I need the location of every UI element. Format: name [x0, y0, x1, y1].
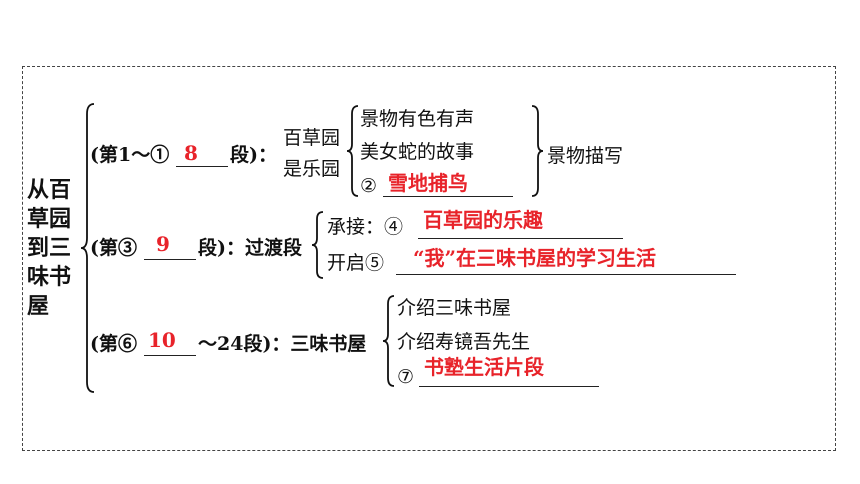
- section2-suffix: 段)：过渡段: [198, 237, 302, 259]
- section1-prefix: (第1～①: [90, 144, 170, 166]
- section3-brace: [382, 295, 395, 387]
- item-jieshao-shuwu: 介绍三味书屋: [397, 297, 512, 319]
- answer-blank-5: [396, 274, 736, 275]
- answer-2: 雪地捕鸟: [388, 171, 468, 195]
- section3-suffix: ～24段)：三味书屋: [198, 333, 367, 355]
- section1-suffix: 段)：: [230, 144, 277, 166]
- answer-blank-1: [176, 166, 228, 167]
- title-line: 到三: [27, 235, 72, 261]
- topic-baicaoyuan: 百草园: [283, 127, 341, 149]
- section3-prefix: (第⑥: [90, 333, 137, 355]
- answer-blank-7: [419, 386, 599, 387]
- chengjie-label: 承接：④: [327, 216, 404, 238]
- answer-blank-4: [418, 238, 623, 239]
- title-line: 屋: [27, 293, 50, 319]
- title-line: 味书: [27, 264, 72, 290]
- main-brace: [80, 103, 95, 393]
- section1-left-brace: [346, 105, 359, 197]
- answer-6: 10: [148, 328, 176, 352]
- title-line: 草园: [27, 206, 72, 232]
- marker-2: ②: [360, 175, 378, 197]
- marker-7: ⑦: [397, 366, 415, 388]
- section2-brace: [311, 211, 324, 279]
- title-line: 从百: [27, 177, 72, 203]
- section2-prefix: (第③: [90, 237, 137, 259]
- answer-blank-6: [144, 355, 196, 356]
- item-jingwu: 景物有色有声: [360, 108, 475, 130]
- answer-3: 9: [156, 232, 170, 256]
- answer-7: 书塾生活片段: [424, 355, 544, 379]
- answer-blank-3: [144, 259, 196, 260]
- item-jieshao-xiansheng: 介绍寿镜吾先生: [397, 331, 531, 353]
- item-meinvshe: 美女蛇的故事: [360, 141, 475, 163]
- diagram-title: 从百 草园 到三 味书 屋: [27, 176, 77, 321]
- kaiqi-label: 开启⑤: [327, 252, 385, 274]
- topic-shi-leyuan: 是乐园: [283, 158, 341, 180]
- summary-jingwu-miaoxie: 景物描写: [547, 145, 624, 167]
- section1-right-brace: [531, 105, 544, 197]
- answer-blank-2: [383, 196, 513, 197]
- answer-1: 8: [184, 141, 198, 165]
- answer-5: “我”在三味书屋的学习生活: [413, 246, 657, 270]
- answer-4: 百草园的乐趣: [423, 208, 543, 232]
- dashed-frame: [22, 66, 836, 451]
